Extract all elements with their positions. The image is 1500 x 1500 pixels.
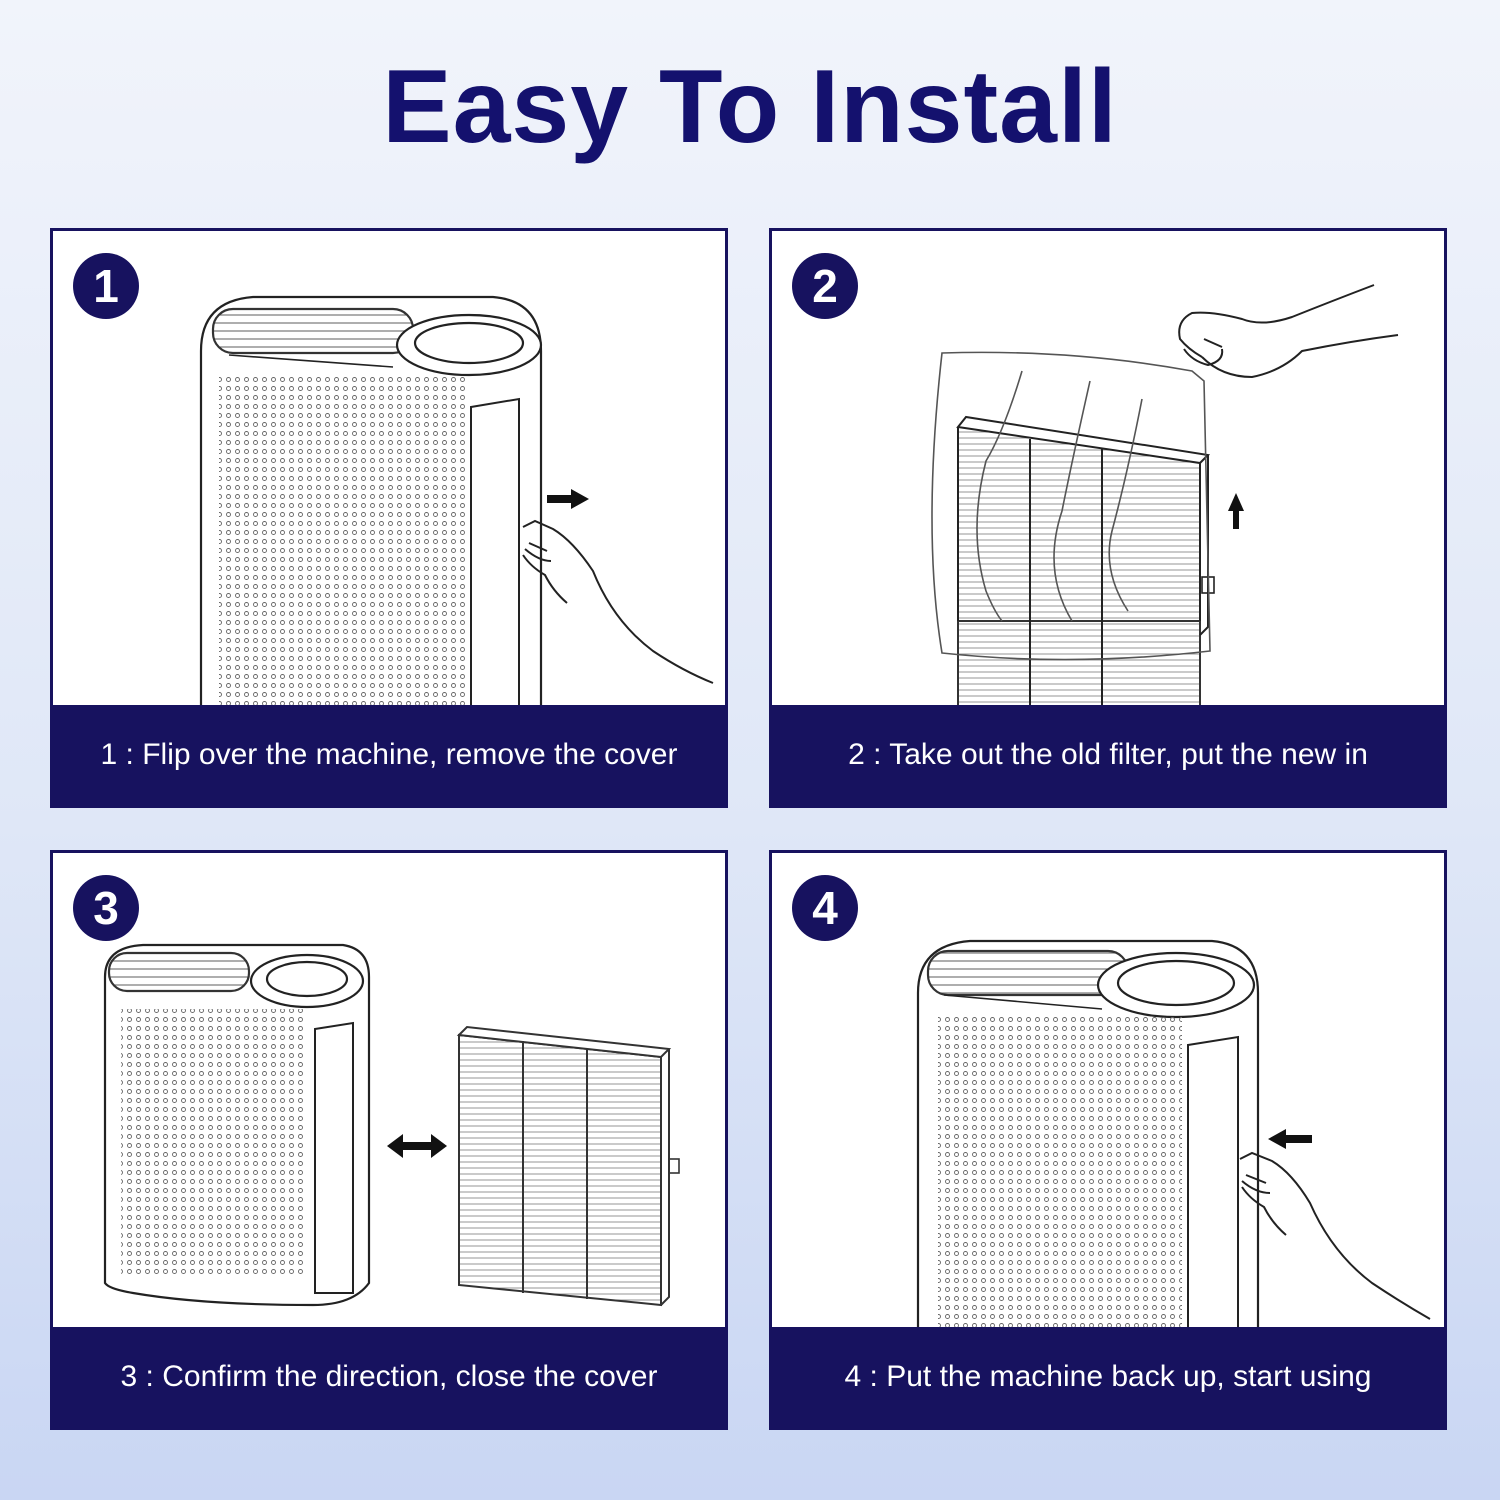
step-panel-4: 4 4 : Put the machine back up, start usi… <box>769 850 1447 1430</box>
step-number-badge: 1 <box>73 253 139 319</box>
arrow-left-icon <box>1268 1129 1312 1149</box>
step-caption: 2 : Take out the old filter, put the new… <box>772 705 1444 805</box>
machine-upright-illustration <box>916 939 1431 1329</box>
arrow-right-icon <box>547 489 589 509</box>
step-number-badge: 4 <box>792 875 858 941</box>
replacement-filter <box>456 1025 680 1307</box>
step-number-badge: 3 <box>73 875 139 941</box>
step-caption: 1 : Flip over the machine, remove the co… <box>53 705 725 805</box>
hand-icon <box>522 519 714 684</box>
arrow-up-icon <box>1228 493 1244 529</box>
hand-icon <box>1239 1151 1431 1320</box>
plastic-bag-outline <box>931 351 1211 661</box>
air-purifier-cover-illustration <box>199 295 714 707</box>
page-title: Easy To Install <box>382 49 1118 165</box>
filter-replacement-illustration <box>931 284 1399 707</box>
step-caption: 4 : Put the machine back up, start using <box>772 1327 1444 1427</box>
step-panel-2: 2 2 : Take out the old filter, put th <box>769 228 1447 808</box>
step-panel-1: 1 1 : Flip over the machine, remove the … <box>50 228 728 808</box>
hand-icon <box>1178 284 1399 379</box>
step-number-badge: 2 <box>792 253 858 319</box>
step-caption: 3 : Confirm the direction, close the cov… <box>53 1327 725 1427</box>
step-panel-3: 3 3 : Confirm the direction, close the c… <box>50 850 728 1430</box>
confirm-direction-illustration <box>103 943 680 1307</box>
double-arrow-icon <box>387 1134 447 1158</box>
